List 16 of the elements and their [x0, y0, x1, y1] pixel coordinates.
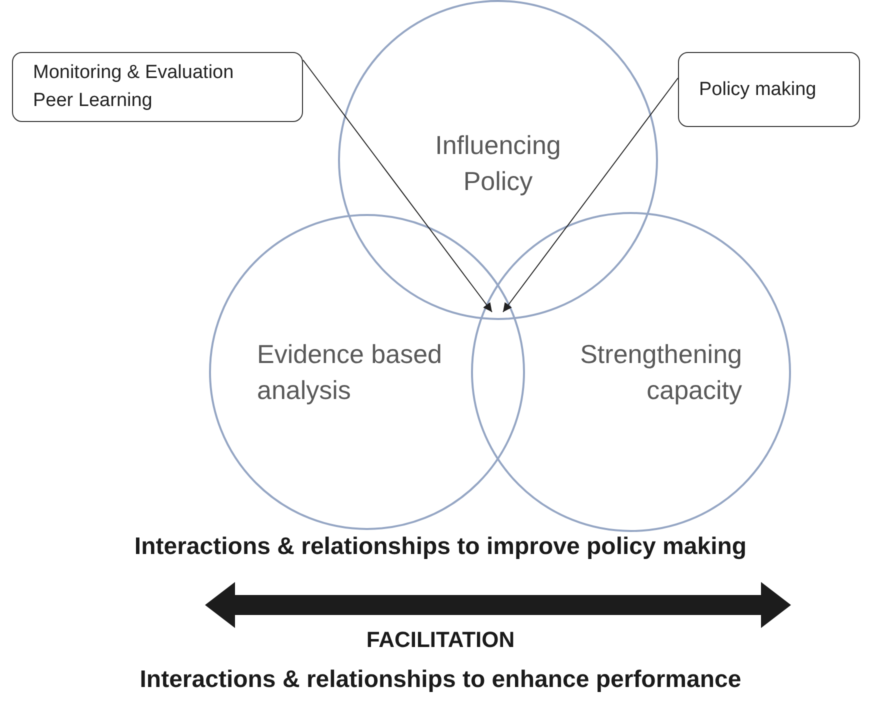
circle-label: Influencing Policy	[434, 129, 562, 198]
caption-text: FACILITATION	[365, 627, 516, 653]
callout-box	[12, 52, 303, 122]
venn-circle	[471, 212, 791, 532]
callout-text: Peer Learning	[33, 89, 154, 113]
caption-text: Interactions & relationships to improve policy making	[133, 533, 748, 561]
circle-label: Evidence based analysis	[257, 338, 444, 407]
venn-circle	[338, 0, 658, 320]
callout-text: Policy making	[699, 78, 818, 102]
leader-arrow	[302, 60, 492, 312]
venn-circle	[209, 214, 525, 530]
caption-text: Interactions & relationships to enhance performance	[138, 666, 742, 694]
callout-text: Monitoring & Evaluation	[33, 61, 235, 85]
callout-box	[678, 52, 860, 127]
circle-label: Strengthening capacity	[579, 338, 742, 407]
leader-arrow	[502, 78, 678, 312]
